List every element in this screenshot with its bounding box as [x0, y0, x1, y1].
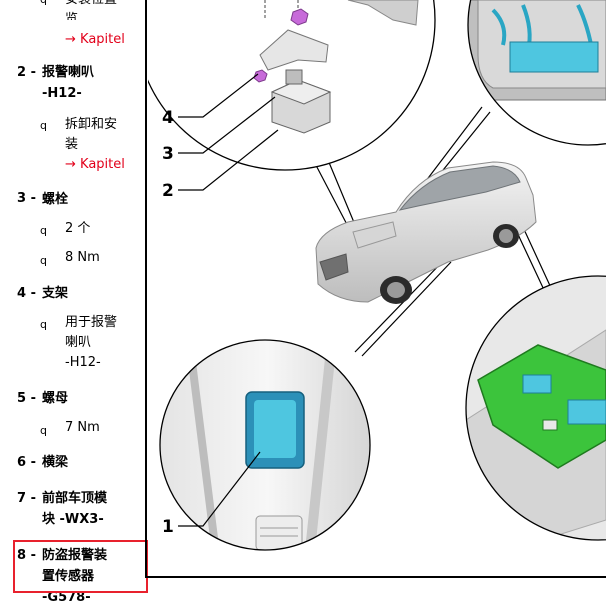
item6-number: 6 - [17, 455, 36, 470]
item3-sub2: 8 Nm [65, 250, 100, 265]
item1-kapitel-link[interactable]: → Kapitel [65, 32, 125, 47]
bullet-marker: q [40, 119, 47, 132]
bullet-marker: q [40, 0, 47, 6]
item2-sub1-line1: 拆卸和安 [65, 117, 118, 132]
item4-number: 4 - [17, 286, 36, 301]
bracket-detail-view [466, 276, 606, 540]
bullet-marker: q [40, 254, 47, 267]
item8-title-line2: 置传感器 [42, 569, 95, 584]
item5-title: 螺母 [42, 391, 69, 406]
column-divider [145, 0, 147, 578]
item8-title-line3: -G578- [42, 590, 91, 601]
item6-title: 横梁 [42, 455, 69, 470]
item4-sub1-line3: -H12- [65, 355, 101, 370]
bullet-marker: q [40, 224, 47, 237]
item8-number: 8 - [17, 548, 36, 563]
item2-title-line1: 报警喇叭 [42, 65, 95, 80]
green-bracket-part [477, 344, 606, 469]
item3-sub1: 2 个 [65, 221, 91, 236]
item7-title-line1: 前部车顶模 [42, 491, 108, 506]
item2-sub1-line2: 装 [65, 137, 79, 152]
sensor-detail-view [160, 340, 370, 550]
item8-title-line1: 防盗报警装 [42, 548, 108, 563]
item3-title: 螺栓 [42, 192, 69, 207]
item5-number: 5 - [17, 391, 36, 406]
callout-4: 4 [162, 108, 174, 128]
callout-leaders [178, 73, 279, 527]
item4-sub1-line2: 喇叭 [65, 335, 92, 350]
item8-highlight-box [13, 540, 148, 593]
bullet-marker: q [40, 424, 47, 437]
item2-number: 2 - [17, 65, 36, 80]
callout-2: 2 [162, 181, 174, 201]
nut-part [290, 8, 309, 26]
item4-sub1-line1: 用于报警 [65, 315, 118, 330]
item5-sub1: 7 Nm [65, 420, 100, 435]
parts-list: q 安装位置一览 → Kapitel 2 - 报警喇叭 -H12- q 拆卸和安… [0, 0, 146, 601]
item2-kapitel-link[interactable]: → Kapitel [65, 157, 125, 172]
car-illustration [315, 161, 537, 304]
item1-sub1-text: 安装位置一览 [65, 0, 130, 20]
roof-module-part [509, 41, 599, 73]
item4-title: 支架 [42, 286, 69, 301]
item7-title-line2: 块 -WX3- [42, 512, 104, 527]
callout-3: 3 [162, 144, 174, 164]
bullet-marker: q [40, 318, 47, 331]
bolt-part [253, 69, 268, 83]
roof-module-detail-view [468, 0, 606, 145]
callout-1: 1 [162, 517, 174, 537]
item2-title-line2: -H12- [42, 86, 82, 101]
figure-frame-bottom [145, 576, 606, 578]
item3-number: 3 - [17, 191, 36, 206]
item7-number: 7 - [17, 491, 36, 506]
exploded-view-figure: 4 3 2 1 [148, 0, 606, 551]
